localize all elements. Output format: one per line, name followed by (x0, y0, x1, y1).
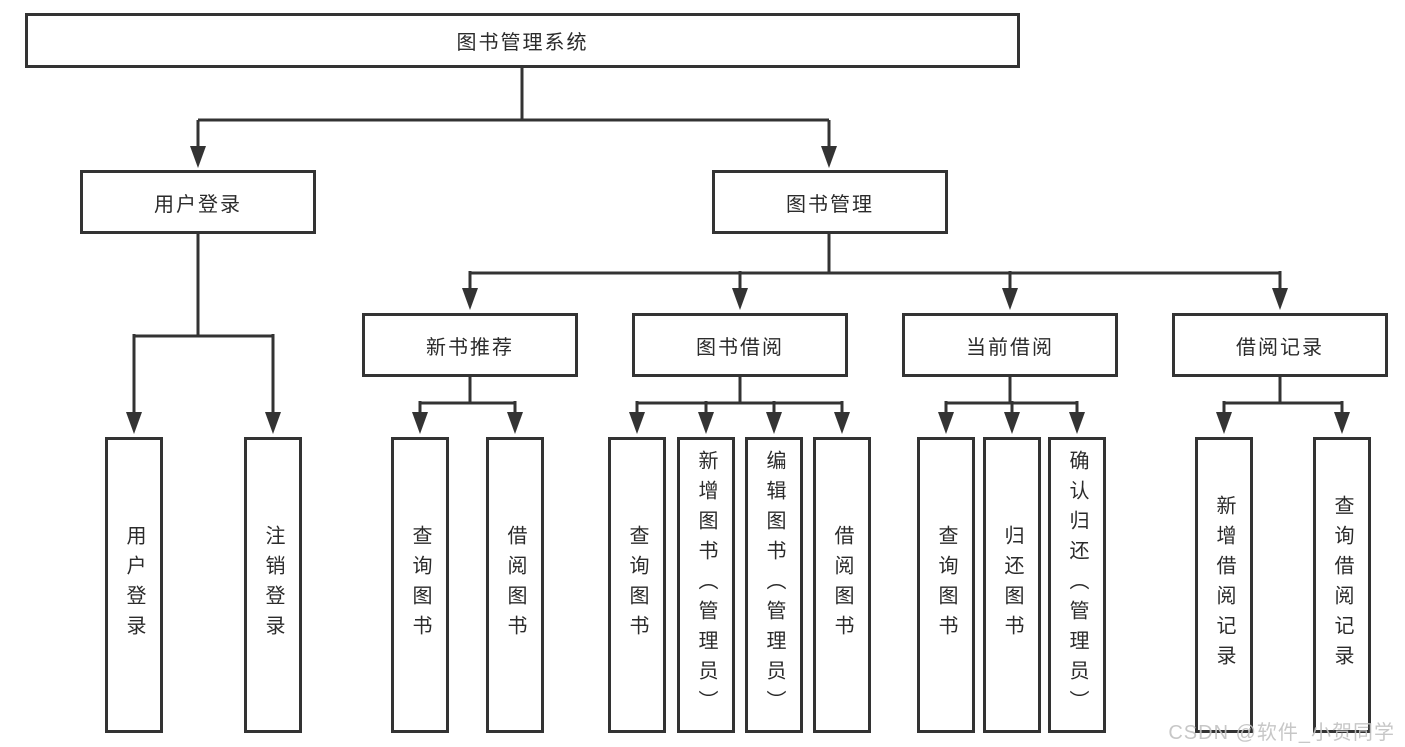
node-label: 图书管理 (786, 193, 874, 216)
leaf-label: 新增图书（管理员） (695, 450, 717, 720)
leaf-label: 借阅图书 (504, 525, 526, 645)
leaf-edit-book-admin: 编辑图书（管理员） (745, 437, 803, 733)
leaf-query-borrow-record: 查询借阅记录 (1313, 437, 1371, 733)
node-book-borrow: 图书借阅 (632, 313, 848, 377)
arrowheads (126, 146, 1350, 434)
leaf-user-login: 用户登录 (105, 437, 163, 733)
leaf-return-book: 归还图书 (983, 437, 1041, 733)
node-new-book-recommend: 新书推荐 (362, 313, 578, 377)
node-borrow-records: 借阅记录 (1172, 313, 1388, 377)
leaf-label: 查询借阅记录 (1331, 495, 1353, 675)
node-label: 图书管理系统 (456, 32, 589, 54)
leaf-borrow-books: 借阅图书 (813, 437, 871, 733)
node-book-management: 图书管理 (712, 170, 948, 234)
leaf-label: 查询图书 (409, 525, 431, 645)
leaf-borrow-books-recommend: 借阅图书 (486, 437, 544, 733)
node-label: 借阅记录 (1236, 336, 1324, 359)
leaf-query-books-borrow: 查询图书 (608, 437, 666, 733)
node-label: 图书借阅 (696, 336, 784, 359)
node-library-system: 图书管理系统 (25, 13, 1020, 68)
leaf-query-books-recommend: 查询图书 (391, 437, 449, 733)
leaf-label: 归还图书 (1001, 525, 1023, 645)
leaf-add-book-admin: 新增图书（管理员） (677, 437, 735, 733)
node-label: 当前借阅 (966, 336, 1054, 359)
node-label: 用户登录 (154, 193, 242, 216)
leaf-label: 查询图书 (935, 525, 957, 645)
leaf-label: 确认归还（管理员） (1066, 450, 1088, 720)
node-user-login: 用户登录 (80, 170, 316, 234)
leaf-label: 编辑图书（管理员） (763, 450, 785, 720)
leaf-label: 借阅图书 (831, 525, 853, 645)
csdn-watermark: CSDN @软件_小贺同学 (1168, 722, 1395, 744)
leaf-logout: 注销登录 (244, 437, 302, 733)
leaf-confirm-return-admin: 确认归还（管理员） (1048, 437, 1106, 733)
leaf-label: 新增借阅记录 (1213, 495, 1235, 675)
leaf-query-books-current: 查询图书 (917, 437, 975, 733)
node-current-borrow: 当前借阅 (902, 313, 1118, 377)
leaf-label: 注销登录 (262, 525, 284, 645)
leaf-label: 用户登录 (123, 525, 145, 645)
leaf-add-borrow-record: 新增借阅记录 (1195, 437, 1253, 733)
node-label: 新书推荐 (426, 336, 514, 359)
leaf-label: 查询图书 (626, 525, 648, 645)
